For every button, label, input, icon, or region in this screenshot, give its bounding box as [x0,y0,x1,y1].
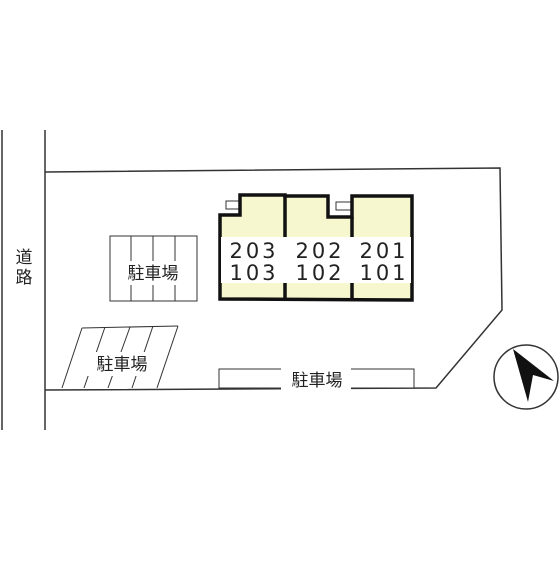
apartment-building: 203 103 202 102 201 101 [218,193,414,302]
unit-number-lower: 103 [229,261,278,285]
parking-bottom-label: 駐車場 [292,371,343,391]
unit-number-upper: 202 [295,239,344,263]
parking-label-backdrop [118,261,188,285]
road-label-line1: 道 [16,248,33,268]
parking-stall-top [81,325,179,329]
parking-lower-left: 駐車場 [61,325,179,389]
north-arrow-icon [493,344,559,410]
parking-upper-left: 駐車場 [109,235,198,302]
road-label-line2: 路 [16,268,33,288]
unit-label-band [221,237,411,283]
parking-label-backdrop [86,352,158,376]
parking-lower-left-label: 駐車場 [97,355,148,375]
parking-stall-divider [156,325,179,389]
unit-number-upper: 203 [229,239,278,263]
unit-number-lower: 102 [295,261,344,285]
unit-number-lower: 101 [359,261,408,285]
compass-needle [513,349,554,402]
entrance-step [335,201,353,211]
parking-label-backdrop [281,368,351,392]
unit-number-upper: 201 [359,239,408,263]
parking-stall-divider [61,327,83,389]
parking-upper-left-label: 駐車場 [128,264,179,284]
parking-bottom: 駐車場 [218,368,415,392]
